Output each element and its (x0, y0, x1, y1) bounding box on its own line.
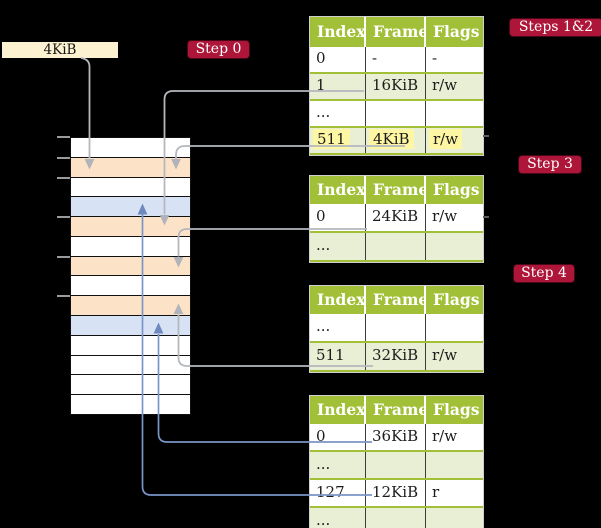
column-header-index: Index (310, 176, 366, 204)
address-tick (57, 176, 70, 179)
table-cell: 127 (310, 480, 366, 506)
memory-row-12-white (71, 355, 190, 376)
table-cell: ... (310, 233, 366, 260)
table-cell: ... (310, 508, 366, 528)
table-cell: 511 (310, 128, 366, 153)
table-row: ... (310, 508, 483, 528)
table-cell: 24KiB (366, 204, 426, 231)
table-cell (426, 314, 483, 341)
memory-row-7-peach (71, 256, 190, 277)
table-cell (366, 233, 426, 260)
table-row: 0-- (310, 47, 483, 74)
table-cell: - (366, 47, 426, 72)
table-cell: 1 (310, 74, 366, 99)
address-tick (57, 255, 70, 258)
table-cell: r/w (432, 76, 458, 94)
memory-row-4-blue (71, 197, 190, 218)
table-cell: r/w (432, 346, 458, 364)
column-header-frame: Frame (366, 176, 428, 204)
column-header-frame: Frame (366, 286, 428, 314)
column-header-index: Index (310, 17, 366, 47)
table-cell: 32KiB (366, 343, 426, 370)
highlighted-value: 4KiB (369, 129, 414, 149)
table-cell: 36KiB (366, 424, 426, 450)
step-3-badge: Step 3 (519, 156, 581, 173)
physical-memory-column (70, 137, 191, 415)
column-header-frame: Frame (366, 396, 428, 424)
steps-1-2-badge: Steps 1&2 (510, 19, 601, 36)
column-header-flags: Flags (426, 176, 483, 204)
memory-row-3-white (71, 177, 190, 198)
column-header-frame: Frame (366, 17, 428, 47)
memory-row-10-blue (71, 316, 190, 336)
column-header-flags: Flags (426, 396, 483, 424)
memory-row-6-white (71, 236, 190, 257)
table-cell (366, 508, 426, 528)
address-tick (57, 136, 70, 138)
table-row: ... (310, 314, 483, 343)
table-cell (426, 233, 483, 260)
table-cell (366, 314, 426, 341)
address-tick (57, 156, 70, 159)
table-cell: 0 (310, 424, 366, 450)
column-header-flags: Flags (426, 17, 483, 47)
memory-row-5-peach (71, 217, 190, 237)
table-cell: 4KiB (366, 128, 426, 153)
step-4-badge: Step 4 (514, 265, 574, 282)
table-row: 511 4KiB r/w (310, 128, 483, 155)
table-cell (426, 452, 483, 478)
table-cell: 12KiB (366, 480, 426, 506)
table-cell: r/w (426, 128, 483, 153)
table-cell: r (432, 483, 440, 501)
address-tick (57, 295, 70, 297)
table-cell: ... (310, 101, 366, 126)
memory-row-1-white (71, 138, 190, 158)
column-header-flags: Flags (426, 286, 483, 314)
column-header-index: Index (310, 286, 366, 314)
memory-row-13-white (71, 375, 190, 396)
table-row: ... (310, 452, 483, 480)
table-cell (426, 101, 483, 126)
address-tick (57, 216, 70, 218)
highlighted-value: 511 (313, 129, 350, 149)
table-row: ... (310, 233, 483, 262)
highlighted-value: r/w (429, 129, 463, 149)
table-cell: 0 (310, 47, 366, 72)
table-row: ... (310, 101, 483, 128)
table-cell (426, 508, 483, 528)
table-cell: r/w (432, 427, 458, 445)
table-cell: 0 (310, 204, 366, 231)
memory-row-2-peach (71, 157, 190, 178)
memory-row-11-white (71, 335, 190, 356)
frame-size-label: 4KiB (2, 42, 118, 58)
table-cell (366, 101, 426, 126)
table-cell: ... (310, 452, 366, 478)
memory-row-8-white (71, 276, 190, 297)
table-cell: - (432, 49, 438, 67)
table-cell: 16KiB (366, 74, 426, 99)
step-0-badge: Step 0 (188, 41, 249, 58)
memory-row-14-white (71, 395, 190, 414)
table-cell: r/w (432, 207, 458, 225)
table-cell: 511 (310, 343, 366, 370)
column-header-index: Index (310, 396, 366, 424)
table-cell: ... (310, 314, 366, 341)
memory-row-9-peach (71, 296, 190, 317)
table-cell (366, 452, 426, 478)
